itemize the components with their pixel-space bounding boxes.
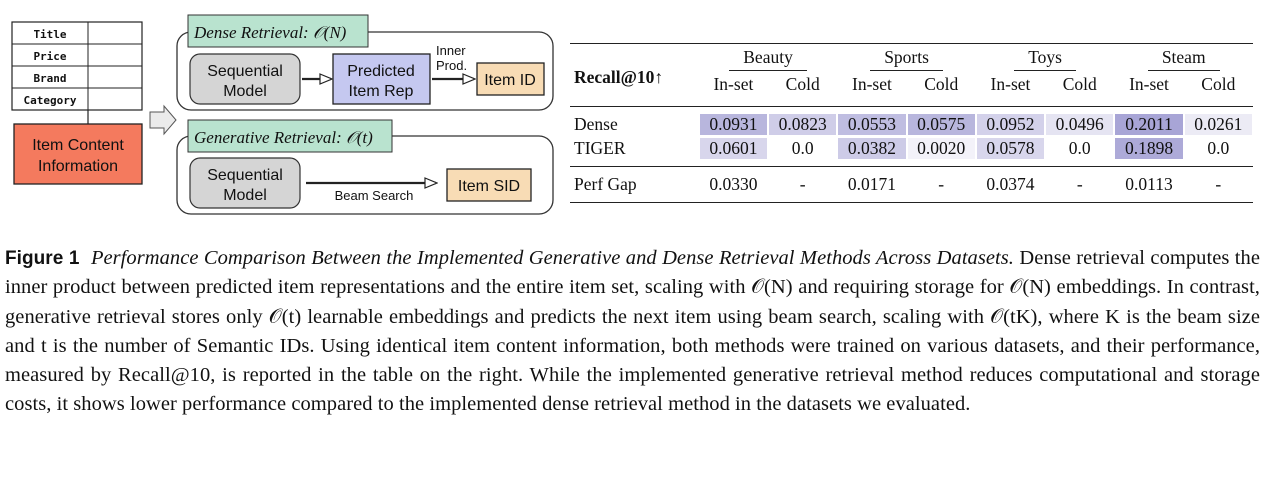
subcol-cold: Cold xyxy=(785,74,820,94)
tiger-value-cell: 0.0601 xyxy=(699,137,768,159)
figure-caption: Figure 1 Performance Comparison Between … xyxy=(5,244,1260,420)
gap-value-cell: - xyxy=(1076,174,1083,194)
subcol-inset: In-set xyxy=(1129,74,1169,94)
dataset-steam: Steam xyxy=(1147,47,1220,71)
dense-value-cell: 0.0952 xyxy=(976,113,1045,135)
dense-value-cell: 0.0823 xyxy=(769,113,837,135)
generative-retrieval-panel: Generative Retrieval: 𝒪(t) Sequential Mo… xyxy=(176,119,554,215)
gap-value-cell: 0.0330 xyxy=(709,174,758,194)
dense-model-line-1: Sequential xyxy=(207,63,283,80)
row-label-perf-gap: Perf Gap xyxy=(574,174,637,194)
gap-value-cell: 0.0374 xyxy=(986,174,1035,194)
gap-value-cell: 0.0171 xyxy=(847,174,896,194)
predicted-line-1: Predicted xyxy=(347,63,415,80)
attribute-brand: Brand xyxy=(33,72,66,85)
item-content-box: Item Content Information xyxy=(13,123,143,185)
table-row: TIGER 0.0601 0.0 0.0382 0.0020 0.0578 0.… xyxy=(570,136,1253,167)
input-arrow-icon xyxy=(149,104,177,136)
tiger-value-cell: 0.1898 xyxy=(1115,137,1183,159)
subcol-cold: Cold xyxy=(924,74,959,94)
gap-value-cell: - xyxy=(938,174,945,194)
tiger-value-cell: 0.0578 xyxy=(976,137,1045,159)
beam-search-label: Beam Search xyxy=(335,188,414,203)
item-content-line-2: Information xyxy=(38,158,118,175)
tiger-value-cell: 0.0020 xyxy=(907,137,975,159)
generative-retrieval-tag: Generative Retrieval: 𝒪(t) xyxy=(194,128,373,147)
dense-value-cell: 0.0931 xyxy=(699,113,768,135)
dataset-beauty: Beauty xyxy=(729,47,807,71)
subcol-cold: Cold xyxy=(1201,74,1236,94)
subcol-inset: In-set xyxy=(990,74,1031,94)
figure-title: Performance Comparison Between the Imple… xyxy=(90,247,1014,269)
gap-value-cell: - xyxy=(1215,174,1222,194)
dense-retrieval-tag: Dense Retrieval: 𝒪(N) xyxy=(193,23,347,42)
dense-value-cell: 0.2011 xyxy=(1115,113,1183,135)
dense-value-cell: 0.0496 xyxy=(1046,113,1114,135)
attribute-title: Title xyxy=(33,28,66,41)
caption-body: Dense retrieval computes the inner produ… xyxy=(5,247,1260,416)
gap-value-cell: - xyxy=(799,174,806,194)
gen-model-line-1: Sequential xyxy=(207,167,283,184)
retrieval-diagram: Title Price Brand Category Item Content … xyxy=(11,14,554,215)
recall-header: Recall@10↑ xyxy=(574,66,664,87)
dense-value-cell: 0.0553 xyxy=(838,113,906,135)
attribute-table: Title Price Brand Category xyxy=(11,21,143,111)
table-row: Dense 0.0931 0.0823 0.0553 0.0575 0.0952… xyxy=(570,106,1253,137)
tiger-value-cell: 0.0 xyxy=(769,137,837,159)
figure-label: Figure 1 xyxy=(5,248,80,269)
attribute-category: Category xyxy=(24,94,77,107)
gen-model-line-2: Model xyxy=(223,187,267,204)
gap-value-cell: 0.0113 xyxy=(1125,174,1173,194)
attribute-price: Price xyxy=(33,50,66,63)
table-row: Perf Gap 0.0330 - 0.0171 - 0.0374 - 0.01… xyxy=(570,166,1253,203)
dense-output-label: Item ID xyxy=(484,72,536,89)
inner-prod-line-1: Inner xyxy=(436,43,466,58)
caption-paragraph: Figure 1 Performance Comparison Between … xyxy=(5,244,1260,420)
subcol-inset: In-set xyxy=(852,74,892,94)
dense-value-cell: 0.0261 xyxy=(1184,113,1252,135)
tiger-value-cell: 0.0 xyxy=(1046,137,1114,159)
item-content-line-1: Item Content xyxy=(32,137,124,154)
row-label-tiger: TIGER xyxy=(574,137,626,158)
tiger-value-cell: 0.0382 xyxy=(838,137,906,159)
subcol-cold: Cold xyxy=(1062,74,1097,94)
subcol-inset: In-set xyxy=(713,74,754,94)
predicted-line-2: Item Rep xyxy=(349,83,414,100)
dataset-toys: Toys xyxy=(1014,47,1076,71)
dataset-sports: Sports xyxy=(870,47,943,71)
results-table: Recall@10↑ Beauty Sports Toys Steam In-s… xyxy=(570,43,1253,203)
dense-retrieval-panel: Dense Retrieval: 𝒪(N) Sequential Model P… xyxy=(176,14,554,111)
dense-model-line-2: Model xyxy=(223,83,267,100)
dense-value-cell: 0.0575 xyxy=(907,113,975,135)
row-label-dense: Dense xyxy=(574,113,618,134)
generative-output-label: Item SID xyxy=(458,178,520,195)
tiger-value-cell: 0.0 xyxy=(1184,137,1252,159)
inner-prod-line-2: Prod. xyxy=(436,58,467,73)
